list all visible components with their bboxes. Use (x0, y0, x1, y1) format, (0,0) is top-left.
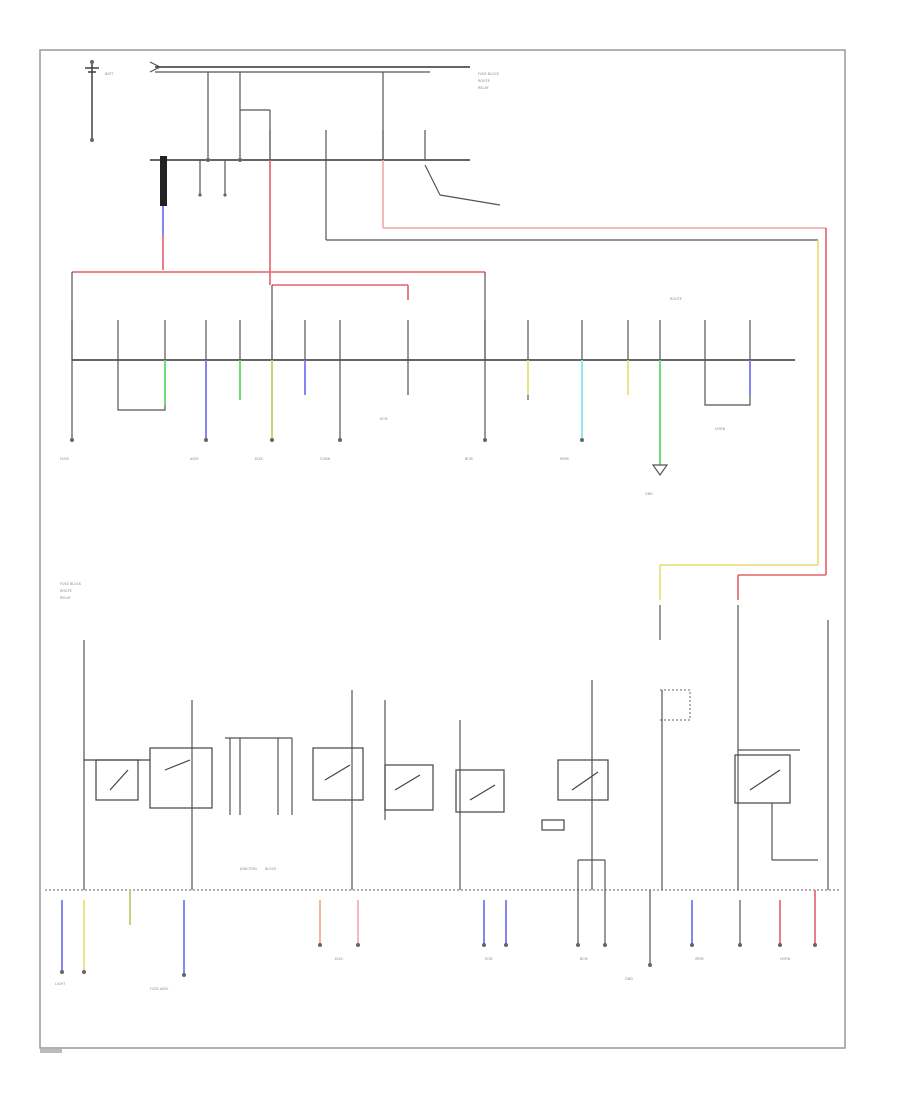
svg-text:JUNCTION: JUNCTION (239, 867, 257, 871)
battery-feed-section: BATT FUSE BLOCK ROUTE RELAY (85, 60, 826, 285)
svg-text:ELEC: ELEC (255, 457, 264, 461)
svg-text:LIGHT: LIGHT (55, 982, 66, 986)
svg-text:BLOCK: BLOCK (265, 867, 277, 871)
fusible-link (160, 156, 167, 206)
footer-code-mark (40, 1049, 62, 1053)
svg-text:CONN: CONN (320, 457, 331, 461)
svg-text:ROUTE: ROUTE (60, 589, 72, 593)
svg-text:ECM: ECM (485, 957, 493, 961)
right-side-feeds (659, 228, 829, 890)
svg-text:FUSE ASSY: FUSE ASSY (150, 987, 169, 991)
svg-text:ROUTE: ROUTE (670, 297, 682, 301)
svg-text:BATT: BATT (105, 72, 114, 76)
middle-feed (71, 271, 486, 360)
svg-text:HORN: HORN (780, 957, 791, 961)
svg-text:FUSE BLOCK: FUSE BLOCK (60, 582, 82, 586)
bottom-connector-row (45, 859, 840, 977)
svg-text:HORN: HORN (715, 427, 726, 431)
svg-text:BCM: BCM (580, 957, 588, 961)
svg-text:IPDM: IPDM (560, 457, 569, 461)
middle-labels: FUSE ASSY ELEC CONN ECM BCM IPDM GND HOR… (60, 297, 726, 496)
svg-text:RELAY: RELAY (60, 596, 72, 600)
svg-text:ROUTE: ROUTE (478, 79, 490, 83)
middle-bus (70, 320, 795, 477)
svg-text:FUSE BLOCK: FUSE BLOCK (478, 72, 500, 76)
svg-text:IPDM: IPDM (695, 957, 704, 961)
bottom-labels: LIGHT FUSE ASSY ELEC ECM BCM GND IPDM HO… (55, 582, 791, 991)
top-fuses (198, 130, 426, 197)
svg-text:GND: GND (645, 492, 653, 496)
svg-text:ASSY: ASSY (190, 457, 200, 461)
svg-text:FUSE: FUSE (60, 457, 69, 461)
svg-text:BCM: BCM (465, 457, 473, 461)
svg-text:RELAY: RELAY (478, 86, 490, 90)
lower-relays (83, 640, 818, 890)
svg-text:ECM: ECM (380, 417, 388, 421)
svg-text:ELEC: ELEC (335, 957, 344, 961)
diagram-frame (39, 49, 846, 1049)
svg-text:GND: GND (625, 977, 633, 981)
